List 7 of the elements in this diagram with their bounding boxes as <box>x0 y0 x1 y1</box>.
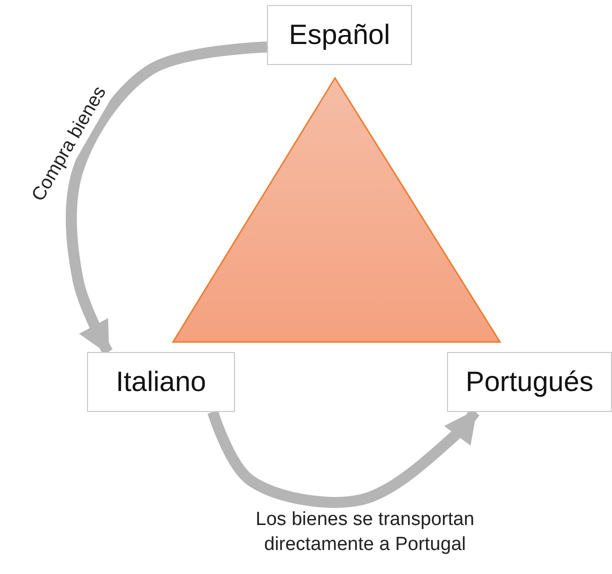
label-box <box>267 5 412 65</box>
label-box <box>87 352 235 412</box>
label-box <box>447 352 612 412</box>
node-label: Portugués <box>466 366 594 398</box>
node-label: Español <box>288 19 390 51</box>
curved-arrow <box>66 42 268 355</box>
node-label: Italiano <box>116 366 206 398</box>
